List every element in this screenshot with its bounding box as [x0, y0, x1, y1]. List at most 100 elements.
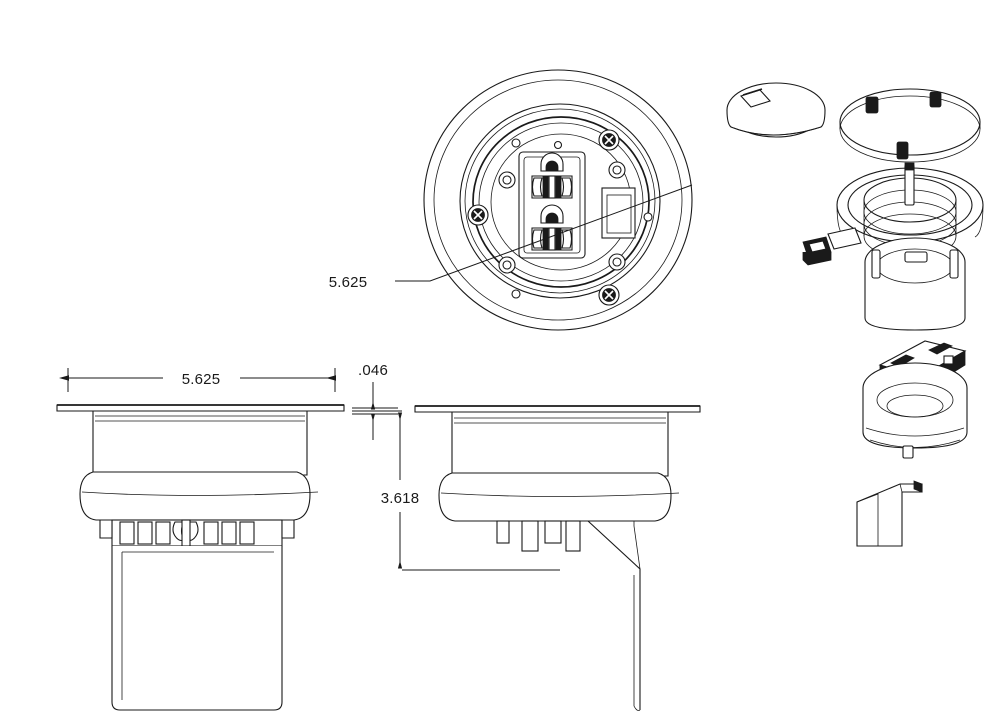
washer-plate [827, 227, 862, 250]
exploded-lower-body [862, 362, 968, 459]
flange-ring-post [904, 164, 915, 206]
bracket-tab [913, 480, 923, 493]
plate-thickness-label: .046 [358, 362, 388, 379]
blade-left-upper [531, 177, 543, 197]
flange-ring-bore-sides [863, 200, 957, 236]
front-upper-body [92, 410, 308, 476]
side-device-terminals [496, 520, 581, 552]
front-terminal-2 [137, 521, 153, 545]
side-terminal-3 [544, 520, 562, 544]
lower-body-shell [862, 388, 968, 449]
flange-ring-post-tip [904, 162, 915, 171]
plan-ring-circle-inner [464, 108, 656, 294]
side-terminal-4 [565, 520, 581, 552]
device-terminal-c [943, 355, 954, 365]
tabbed-ring-sides [839, 122, 981, 129]
plan-outer-flange-circle [423, 69, 693, 331]
front-tab-right [281, 519, 295, 539]
exploded-flange-ring [836, 162, 984, 259]
ground-pin-lower [545, 212, 559, 224]
upper-body-boss [904, 251, 928, 263]
slot-neutral-upper [555, 175, 562, 199]
ring-tab-front [896, 141, 909, 160]
front-cover-plate [56, 404, 345, 412]
side-terminal-2 [521, 520, 539, 552]
exploded-cover-disc [726, 82, 826, 138]
ground-pin-upper [545, 160, 559, 172]
bracket-lip [899, 483, 903, 493]
bracket-fold-line [856, 493, 879, 546]
side-bracket-top [588, 520, 641, 570]
slot-divider-upper [548, 175, 556, 199]
plan-cover-circle [472, 116, 650, 288]
plan-screw-bottom-right [598, 284, 620, 306]
slot-hot-upper [542, 175, 549, 199]
front-elevation-view: 5.625 [56, 368, 345, 711]
plan-hole-top-center [553, 140, 563, 150]
diameter-leader-line [395, 184, 693, 282]
front-terminal-divider [181, 519, 191, 547]
plan-cover-circle-inner [478, 122, 644, 282]
dim-overall-height: 3.618 [352, 410, 560, 571]
side-elevation-view [414, 405, 701, 711]
front-terminal-3 [155, 521, 171, 545]
front-lower-box [111, 546, 283, 711]
plan-eyelet-lower-left-bore [502, 260, 512, 270]
blade-right-lower [561, 229, 573, 249]
front-device-terminals [99, 519, 295, 547]
exploded-assembly-view [726, 82, 984, 547]
cover-disc-rim-line [730, 126, 822, 136]
plan-receptacle-lower [531, 204, 573, 251]
plan-screw-top-right [598, 129, 620, 151]
plan-hole-right [643, 212, 653, 222]
screw-body [802, 252, 832, 266]
lower-body-bore-inner [886, 394, 944, 418]
exploded-fasteners [802, 227, 862, 266]
bracket-body [856, 483, 923, 547]
front-terminal-1 [119, 521, 135, 545]
cover-disc-handle-edge [742, 88, 763, 96]
exploded-tabbed-ring [839, 88, 981, 163]
plan-eyelet-lower-right-bore [612, 257, 622, 267]
blank-plate-inner [606, 194, 632, 234]
ring-tab-right [929, 91, 942, 108]
exploded-mounting-bracket [856, 480, 923, 547]
dim-plate-thickness: .046 [352, 362, 398, 440]
screw-head-inner [808, 240, 827, 253]
upper-body-clip-right [949, 249, 959, 279]
overall-height-label: 3.618 [381, 490, 420, 507]
lower-body-rim-line-2 [869, 439, 961, 448]
upper-body-clip-left [871, 249, 881, 279]
plan-hole-bottom [511, 289, 521, 299]
device-outlet-2 [928, 342, 953, 355]
blade-right-upper [561, 177, 573, 197]
plan-ring-circle [459, 103, 661, 299]
slot-divider-lower [548, 227, 556, 251]
side-bracket-edge [633, 575, 641, 711]
front-tab-left [99, 519, 113, 539]
front-body-bulge-line [81, 491, 319, 496]
front-terminal-4 [203, 521, 219, 545]
side-body-bulge [438, 472, 672, 522]
ring-tab-left [865, 96, 879, 114]
lower-body-foot [902, 445, 914, 459]
side-terminal-1 [496, 520, 510, 544]
plan-hole-top [511, 138, 521, 148]
plan-view-round-floor-box: 5.625 [329, 69, 693, 331]
side-body-bulge-line [440, 492, 680, 497]
cover-width-label: 5.625 [182, 371, 221, 388]
side-cover-plate [414, 405, 701, 413]
plan-screw-group [467, 129, 620, 306]
plan-diameter-label: 5.625 [329, 274, 368, 291]
plan-eyelet-upper-left-bore [502, 175, 512, 185]
blade-left-lower [531, 229, 543, 249]
plan-eyelet-group [498, 138, 653, 299]
front-body-bulge [79, 471, 311, 521]
plan-receptacle-upper [531, 152, 573, 199]
plan-blank-plate [601, 187, 636, 239]
plan-outer-flange-circle-inner [433, 79, 683, 321]
dim-cover-width: 5.625 [59, 368, 336, 392]
front-terminal-5 [221, 521, 237, 545]
